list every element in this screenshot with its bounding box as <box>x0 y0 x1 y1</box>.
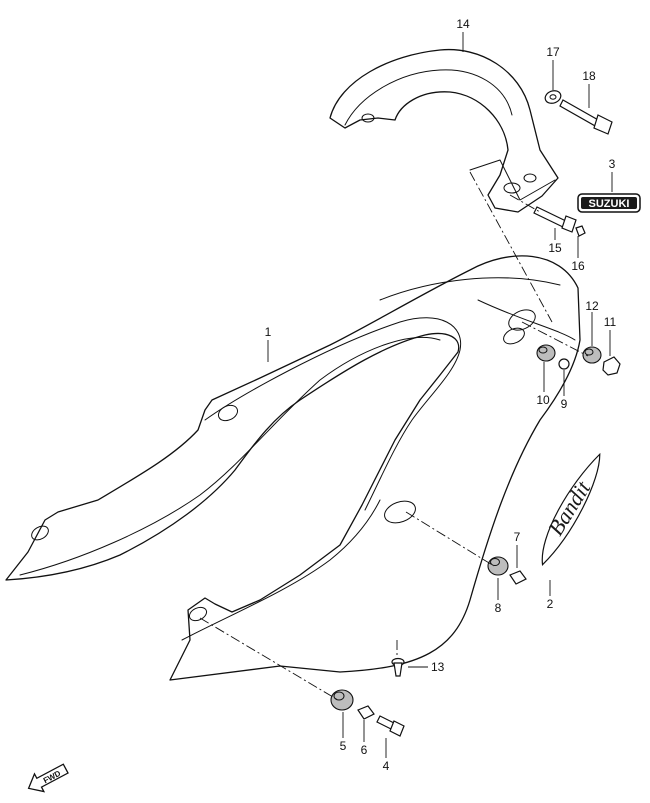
callout-3: 3 <box>609 157 616 171</box>
callout-17: 17 <box>546 45 560 59</box>
callout-10: 10 <box>536 393 550 407</box>
callout-labels: 1 2 3 4 5 6 7 8 9 10 11 12 13 14 15 16 1… <box>265 17 617 773</box>
grommet-12 <box>582 346 602 364</box>
callout-15: 15 <box>548 241 562 255</box>
callout-18: 18 <box>582 69 596 83</box>
nut-16 <box>575 225 586 237</box>
bolt-4 <box>376 715 405 737</box>
seat-tail-cover <box>5 255 581 681</box>
bolt-18 <box>559 99 613 135</box>
suzuki-emblem-text: SUZUKI <box>589 198 630 210</box>
callout-2: 2 <box>547 597 554 611</box>
nut-11 <box>602 356 621 376</box>
callout-4: 4 <box>383 759 390 773</box>
assembly-lines <box>199 171 589 701</box>
collar-9 <box>558 358 570 370</box>
bolt-15 <box>533 206 577 233</box>
callout-13: 13 <box>431 660 445 674</box>
collar-7 <box>509 570 527 585</box>
bandit-emblem-body <box>541 452 601 566</box>
bandit-emblem-text: Bandit <box>543 476 596 540</box>
callout-1: 1 <box>265 325 272 339</box>
fwd-arrow: FWD <box>27 763 69 793</box>
collar-6 <box>357 705 375 720</box>
callout-5: 5 <box>340 739 347 753</box>
callout-11: 11 <box>604 315 617 329</box>
leader-lines <box>267 32 613 758</box>
screw-13 <box>391 657 405 677</box>
callout-7: 7 <box>514 530 521 544</box>
grommet-8 <box>487 556 509 576</box>
grab-rail <box>329 48 559 213</box>
grommet-5 <box>330 689 354 711</box>
callout-8: 8 <box>495 601 502 615</box>
callout-16: 16 <box>571 259 585 273</box>
bandit-emblem: Bandit <box>541 452 601 566</box>
callout-12: 12 <box>585 299 599 313</box>
callout-6: 6 <box>361 743 368 757</box>
callout-9: 9 <box>561 397 568 411</box>
grommet-10 <box>536 344 556 362</box>
callout-14: 14 <box>456 17 470 31</box>
suzuki-emblem: SUZUKI <box>577 193 641 213</box>
washer-17 <box>544 90 562 104</box>
